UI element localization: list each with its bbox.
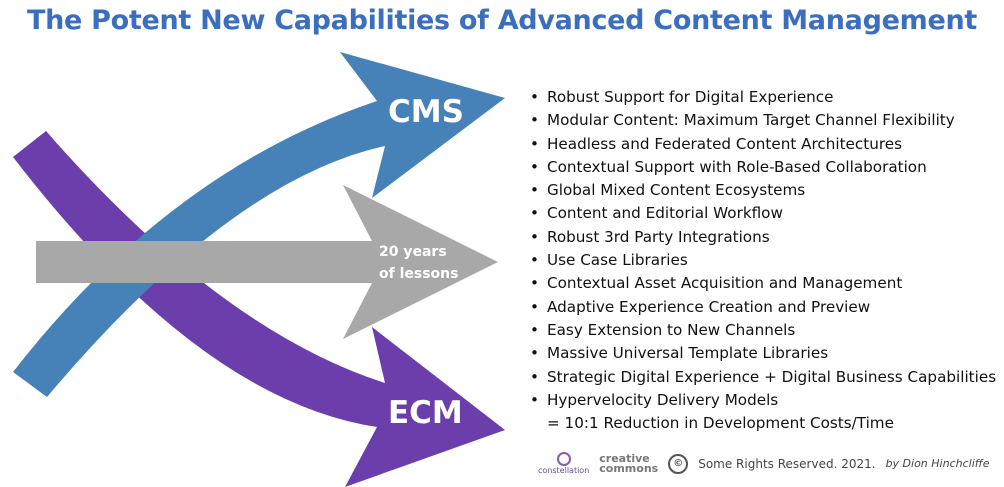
bullet-icon: •: [530, 88, 539, 106]
page-title: The Potent New Capabilities of Advanced …: [27, 5, 977, 36]
cms-arrow: [13, 52, 505, 397]
capability-item: • Robust 3rd Party Integrations: [528, 226, 996, 249]
bullet-icon: •: [530, 390, 539, 409]
capability-text: Content and Editorial Workflow: [547, 204, 783, 223]
capability-text: Hypervelocity Delivery Models: [547, 390, 779, 409]
lessons-label-2: of lessons: [379, 266, 458, 282]
bullet-icon: •: [530, 344, 539, 363]
capability-item: • Contextual Asset Acquisition and Manage…: [528, 272, 996, 295]
lessons-label-1: 20 years: [379, 244, 447, 260]
capability-item: • Easy Extension to New Channels: [528, 319, 996, 342]
capability-text: Strategic Digital Experience + Digital B…: [547, 367, 997, 386]
capability-text: Headless and Federated Content Architect…: [547, 134, 902, 153]
ecm-label: ECM: [388, 395, 463, 431]
bullet-icon: •: [530, 157, 539, 176]
capability-item: • Global Mixed Content Ecosystems: [528, 179, 996, 202]
capability-text: Robust 3rd Party Integrations: [547, 227, 770, 246]
capability-item: • Hypervelocity Delivery Models: [528, 389, 996, 412]
bullet-icon: •: [530, 251, 539, 270]
bullet-icon: •: [530, 320, 539, 339]
capability-item: • Content and Editorial Workflow: [528, 202, 996, 225]
bullet-icon: •: [530, 134, 539, 153]
capability-item: • Contextual Support with Role-Based Coll…: [528, 156, 996, 179]
bullet-icon: •: [530, 297, 539, 316]
capability-item: • Adaptive Experience Creation and Previe…: [528, 296, 996, 319]
bullet-icon: •: [530, 367, 539, 386]
capability-item: • Robust Support for Digital Experience: [528, 86, 996, 109]
capability-subtext: = 10:1 Reduction in Development Costs/Ti…: [547, 414, 894, 433]
bullet-icon: •: [530, 227, 539, 246]
capability-text: Modular Content: Maximum Target Channel …: [547, 111, 955, 130]
capability-text: Use Case Libraries: [547, 251, 688, 270]
copyright-icon: ©: [668, 453, 689, 474]
bullet-icon: •: [530, 204, 539, 223]
lessons-arrow: [36, 185, 498, 339]
capability-item: • Use Case Libraries: [528, 249, 996, 272]
constellation-logo: constellation: [538, 452, 589, 475]
ecm-arrow: [13, 131, 505, 487]
capability-item: • Headless and Federated Content Architec…: [528, 133, 996, 156]
bullet-icon: •: [530, 111, 539, 130]
capability-text: Contextual Asset Acquisition and Managem…: [547, 274, 903, 293]
capability-text: Global Mixed Content Ecosystems: [547, 181, 806, 200]
capability-text: Contextual Support with Role-Based Colla…: [547, 157, 927, 176]
rights-text: Some Rights Reserved. 2021.: [698, 456, 876, 471]
capability-text: Robust Support for Digital Experience: [547, 88, 834, 106]
capabilities-list: • Robust Support for Digital Experience • M…: [528, 86, 996, 435]
capability-text: Massive Universal Template Libraries: [547, 344, 829, 363]
arrows-diagram: CMS ECM 20 years of lessons: [13, 52, 505, 487]
capability-item: • Massive Universal Template Libraries: [528, 342, 996, 365]
cms-label: CMS: [388, 94, 464, 130]
capability-text: Adaptive Experience Creation and Preview: [547, 297, 871, 316]
capability-item: • Strategic Digital Experience + Digital …: [528, 366, 996, 389]
capability-text: Easy Extension to New Channels: [547, 320, 796, 339]
author-text: by Dion Hinchcliffe: [885, 457, 990, 470]
bullet-icon: •: [530, 274, 539, 293]
capability-item: • Modular Content: Maximum Target Channel…: [528, 109, 996, 132]
bullet-icon: •: [530, 181, 539, 200]
